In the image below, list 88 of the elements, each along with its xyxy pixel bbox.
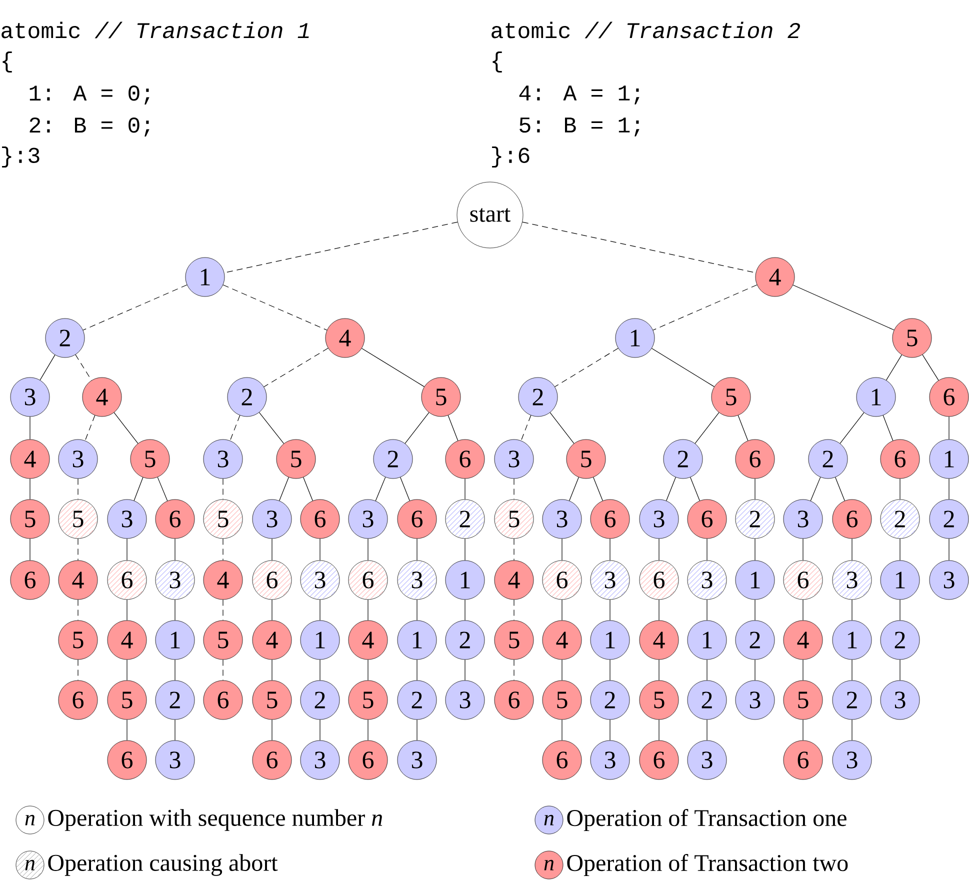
tree-edge — [754, 659, 756, 681]
tree-edge — [754, 478, 756, 500]
tree-edge — [126, 659, 128, 681]
legend-text: Operation causing abort — [48, 854, 278, 876]
tree-edge — [375, 476, 386, 502]
tree-edge — [464, 538, 466, 561]
legend-text: Operation with sequence number n — [48, 809, 382, 831]
tree-edge — [520, 415, 532, 441]
tree-edge — [222, 599, 224, 621]
tree-edge — [658, 538, 660, 561]
tree-edge — [279, 477, 289, 502]
tree-edge — [652, 284, 758, 330]
tree-edge — [802, 599, 804, 621]
legend-text: Operation of Transaction two — [567, 854, 848, 876]
tree-edge — [706, 719, 708, 741]
tree-edge — [694, 412, 720, 444]
tree-edge — [222, 284, 328, 330]
tree-edge — [82, 284, 188, 330]
tree-edge — [448, 415, 458, 441]
tree-edge — [948, 416, 950, 440]
tree-edge — [362, 348, 425, 387]
tree-edge — [666, 477, 676, 502]
tree-edge — [174, 538, 176, 561]
tree-edge — [948, 538, 950, 561]
tree-edge — [706, 599, 708, 621]
tree-edge — [569, 477, 579, 502]
tree-edge — [222, 538, 224, 561]
tree-edge — [114, 412, 138, 444]
tree-edge — [948, 478, 950, 500]
tree-edge — [464, 478, 466, 500]
code-line: atomic // Transaction 1 — [2, 22, 309, 38]
code-line: { — [492, 52, 502, 72]
code-line: 1: A = 0; — [30, 85, 150, 105]
tree-edge — [400, 477, 410, 502]
tree-edge — [174, 599, 176, 621]
tree-edge — [464, 599, 466, 621]
tree-edge — [404, 412, 430, 444]
code-line: 5: B = 1; — [520, 118, 640, 136]
code-line: atomic // Transaction 2 — [492, 22, 800, 38]
tree-edge — [835, 477, 845, 502]
tree-edge — [303, 477, 313, 502]
tree-edge — [126, 599, 128, 621]
tree-edge — [754, 599, 756, 621]
tree-edge — [174, 659, 176, 681]
tree-edge — [264, 348, 328, 388]
tree-edge — [157, 476, 168, 502]
code-line: 2: B = 0; — [30, 117, 150, 137]
tree-edge — [922, 354, 939, 381]
tree-edge — [416, 719, 418, 741]
tree-edge — [416, 659, 418, 681]
tree-edge — [652, 348, 715, 387]
tree-edge — [882, 415, 894, 441]
tree-edge — [75, 354, 92, 381]
tree-edge — [802, 538, 804, 561]
tree-edge — [550, 412, 574, 444]
tree-edge — [222, 659, 224, 681]
tree-edge — [840, 412, 864, 444]
code-line: 4: A = 1; — [519, 86, 640, 104]
tree-edge — [126, 538, 128, 561]
tree-edge — [222, 478, 224, 500]
tree-edge — [554, 348, 618, 388]
tree-edge — [810, 476, 821, 502]
tree-edge — [706, 659, 708, 681]
tree-edge — [754, 538, 756, 561]
code-line: { — [2, 52, 12, 72]
tree-edge — [658, 599, 660, 621]
tree-edge — [416, 538, 418, 561]
legend-text: Operation of Transaction one — [567, 809, 846, 832]
tree-edge — [802, 659, 804, 681]
tree-edge — [126, 719, 128, 741]
tree-edge — [658, 719, 660, 741]
tree-edge — [174, 719, 176, 741]
tree-edge — [802, 719, 804, 741]
tree-edge — [593, 477, 603, 502]
tree-edge — [690, 477, 700, 502]
tree-edge — [258, 412, 284, 444]
tree-edge — [416, 599, 418, 621]
tree-edge — [134, 477, 144, 501]
tree-edge — [792, 284, 894, 330]
tree-edge — [84, 415, 96, 441]
tree-edge — [886, 354, 902, 380]
tree-edge — [706, 538, 708, 561]
tree-edge — [230, 415, 240, 441]
code-line: }:3 — [2, 146, 40, 168]
tree-edge — [658, 659, 660, 681]
tree-edge — [40, 354, 56, 380]
tree-edge — [464, 659, 466, 681]
tree-edge — [738, 415, 748, 441]
